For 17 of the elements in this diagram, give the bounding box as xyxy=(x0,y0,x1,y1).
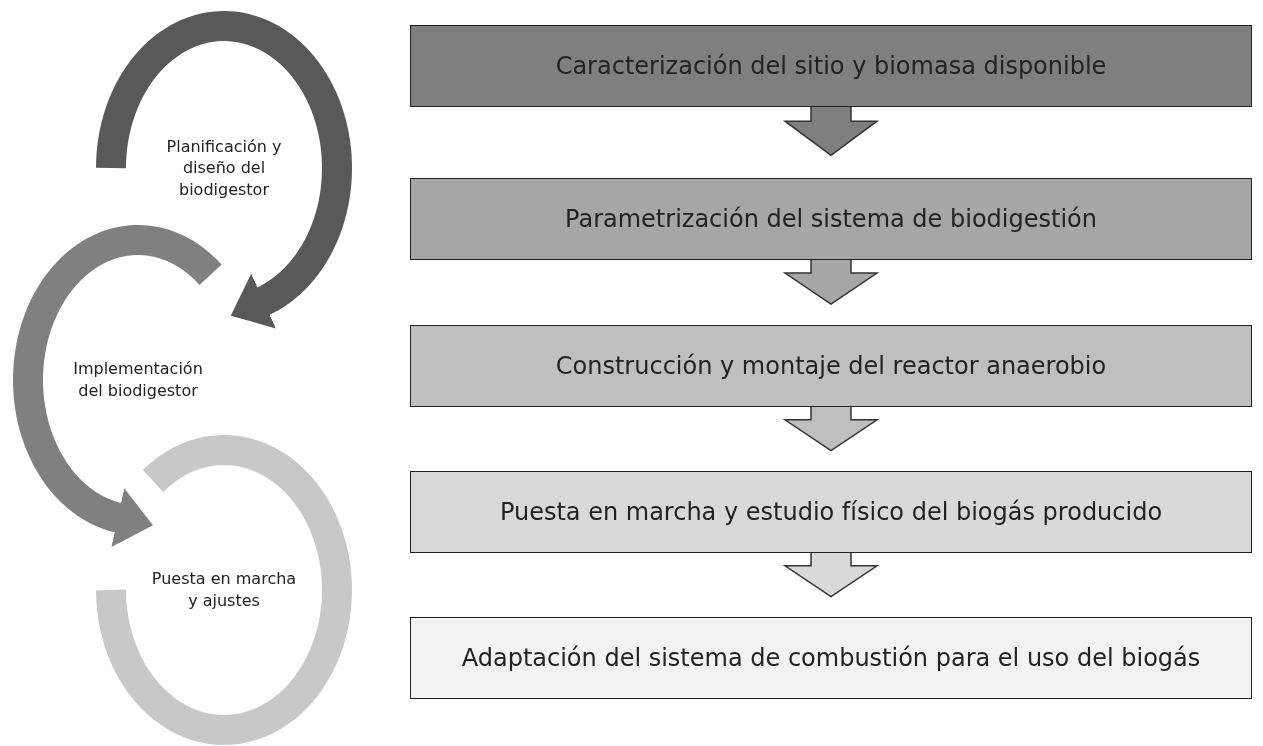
block-arrow xyxy=(782,259,880,306)
process-box xyxy=(410,25,1252,107)
phase-label: Implementación del biodigestor xyxy=(72,358,204,402)
block-arrow xyxy=(782,106,880,157)
process-box xyxy=(410,617,1252,699)
step-label: Puesta en marcha y estudio físico del biogás producido xyxy=(499,496,1163,528)
process-box xyxy=(410,325,1252,407)
block-arrow xyxy=(782,552,880,598)
process-box xyxy=(410,471,1252,553)
step-label: Caracterización del sitio y biomasa disponible xyxy=(555,50,1107,82)
block-arrow xyxy=(782,406,880,452)
process-box xyxy=(410,178,1252,260)
phase-label: Planificación y diseño del biodigestor xyxy=(165,135,283,201)
step-label: Parametrización del sistema de biodigestión xyxy=(565,203,1097,235)
step-label: Construcción y montaje del reactor anaerobio xyxy=(555,350,1107,382)
step-label: Adaptación del sistema de combustión para el uso del biogás xyxy=(461,642,1201,674)
phase-label: Puesta en marcha y ajustes xyxy=(150,568,298,612)
